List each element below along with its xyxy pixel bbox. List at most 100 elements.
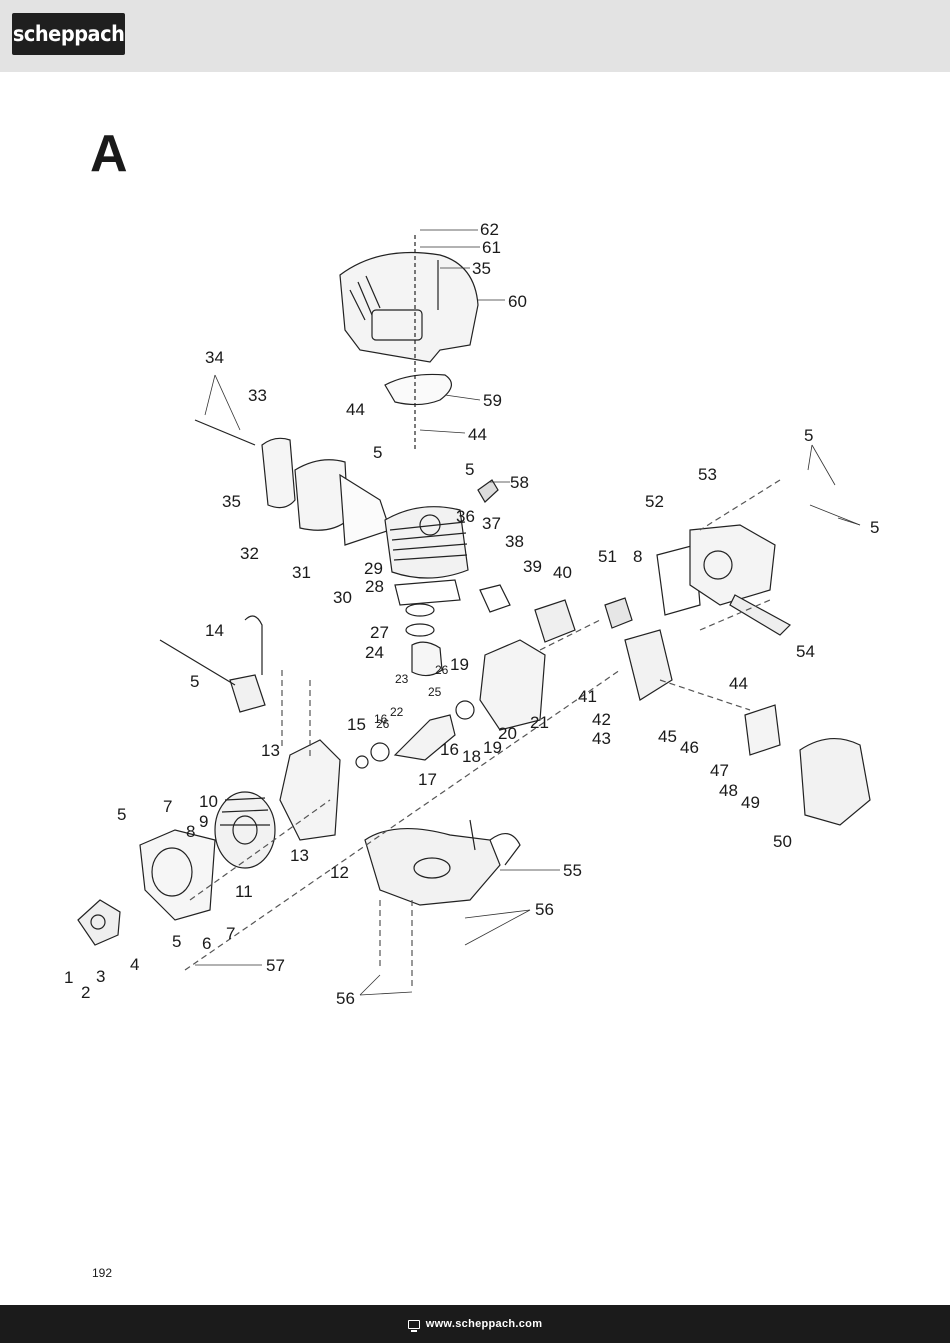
ignition-coil — [229, 674, 266, 713]
callout-31: 31 — [292, 563, 311, 582]
callout-49: 49 — [741, 793, 760, 812]
callout-14: 14 — [205, 621, 224, 640]
callout-24: 24 — [365, 643, 384, 662]
callout-47: 47 — [710, 761, 729, 780]
callout-26b: 26 — [376, 717, 390, 731]
callout-16a: 16 — [374, 712, 388, 726]
page-number: 192 — [92, 1266, 113, 1280]
callout-44c: 44 — [729, 674, 748, 693]
callout-20: 20 — [498, 724, 517, 743]
crankcase-left — [279, 739, 341, 841]
callout-5b: 5 — [465, 460, 474, 479]
callout-55: 55 — [563, 861, 582, 880]
callout-38: 38 — [505, 532, 524, 551]
callout-50: 50 — [773, 832, 792, 851]
callout-19a: 19 — [450, 655, 469, 674]
callout-45: 45 — [658, 727, 677, 746]
carburetor — [534, 599, 576, 643]
callout-22: 22 — [390, 705, 404, 719]
crankshaft — [393, 714, 456, 761]
callout-36: 36 — [456, 507, 475, 526]
callout-5a: 5 — [373, 443, 382, 462]
callout-48: 48 — [719, 781, 738, 800]
callout-13a: 13 — [261, 741, 280, 760]
cover-plate — [384, 373, 452, 406]
callout-39: 39 — [523, 557, 542, 576]
callout-5g: 5 — [870, 518, 879, 537]
callout-8a: 8 — [186, 822, 195, 841]
callout-40: 40 — [553, 563, 572, 582]
callout-37: 37 — [482, 514, 501, 533]
crankcase-right — [479, 639, 546, 731]
callout-10: 10 — [199, 792, 218, 811]
callout-43: 43 — [592, 729, 611, 748]
callout-6: 6 — [202, 934, 211, 953]
callout-44b: 44 — [468, 425, 487, 444]
callout-5e: 5 — [172, 932, 181, 951]
callout-23: 23 — [395, 672, 409, 686]
callout-35b: 35 — [222, 492, 241, 511]
callout-57: 57 — [266, 956, 285, 975]
part-callouts: 62 61 35 60 34 33 59 44 44 35 5 5 58 32 … — [64, 220, 879, 1008]
callout-34: 34 — [205, 348, 224, 367]
callout-32: 32 — [240, 544, 259, 563]
callout-27: 27 — [370, 623, 389, 642]
callout-53: 53 — [698, 465, 717, 484]
air-filter-base — [624, 629, 673, 701]
monitor-icon — [407, 1319, 420, 1332]
callout-21: 21 — [530, 713, 549, 732]
callout-7b: 7 — [226, 924, 235, 943]
piston — [411, 641, 443, 677]
footer-band: www.scheppach.com — [0, 1305, 950, 1343]
callout-30: 30 — [333, 588, 352, 607]
callout-33: 33 — [248, 386, 267, 405]
callout-17: 17 — [418, 770, 437, 789]
callout-42: 42 — [592, 710, 611, 729]
callout-44a: 44 — [346, 400, 365, 419]
callout-18: 18 — [462, 747, 481, 766]
callout-54: 54 — [796, 642, 815, 661]
callout-59: 59 — [483, 391, 502, 410]
callout-9: 9 — [199, 812, 208, 831]
callout-28: 28 — [365, 577, 384, 596]
callout-26a: 26 — [435, 663, 449, 677]
callout-60: 60 — [508, 292, 527, 311]
callout-5d: 5 — [117, 805, 126, 824]
callout-62: 62 — [480, 220, 499, 239]
callout-56b: 56 — [336, 989, 355, 1008]
callout-19b: 19 — [483, 738, 502, 757]
callout-11: 11 — [235, 882, 253, 901]
muffler — [261, 437, 296, 509]
callout-29: 29 — [364, 559, 383, 578]
callout-56a: 56 — [535, 900, 554, 919]
callout-13b: 13 — [290, 846, 309, 865]
header-band — [0, 0, 950, 72]
callout-2: 2 — [81, 983, 90, 1002]
starter-housing — [139, 829, 216, 921]
callout-51: 51 — [598, 547, 617, 566]
callout-7a: 7 — [163, 797, 172, 816]
website-link[interactable]: www.scheppach.com — [425, 1318, 543, 1330]
engine-cover — [339, 251, 479, 363]
fuel-tank — [364, 828, 501, 906]
callout-58: 58 — [510, 473, 529, 492]
callout-61: 61 — [482, 238, 501, 257]
section-letter: A — [90, 125, 128, 183]
air-filter-cover — [799, 737, 871, 826]
callout-25: 25 — [428, 685, 442, 699]
flywheel — [214, 791, 276, 869]
callout-52: 52 — [645, 492, 664, 511]
exploded-parts-diagram: 62 61 35 60 34 33 59 44 44 35 5 5 58 32 … — [64, 220, 879, 1008]
callout-16b: 16 — [440, 740, 459, 759]
callout-41: 41 — [578, 687, 597, 706]
callout-15: 15 — [347, 715, 366, 734]
callout-4: 4 — [130, 955, 139, 974]
clutch — [77, 899, 121, 946]
callout-1: 1 — [64, 968, 73, 987]
callout-46: 46 — [680, 738, 699, 757]
callout-8b: 8 — [633, 547, 642, 566]
brand-logo: scheppach — [12, 13, 125, 55]
gasket — [656, 544, 701, 616]
callout-5f: 5 — [804, 426, 813, 445]
callout-12: 12 — [330, 863, 349, 882]
